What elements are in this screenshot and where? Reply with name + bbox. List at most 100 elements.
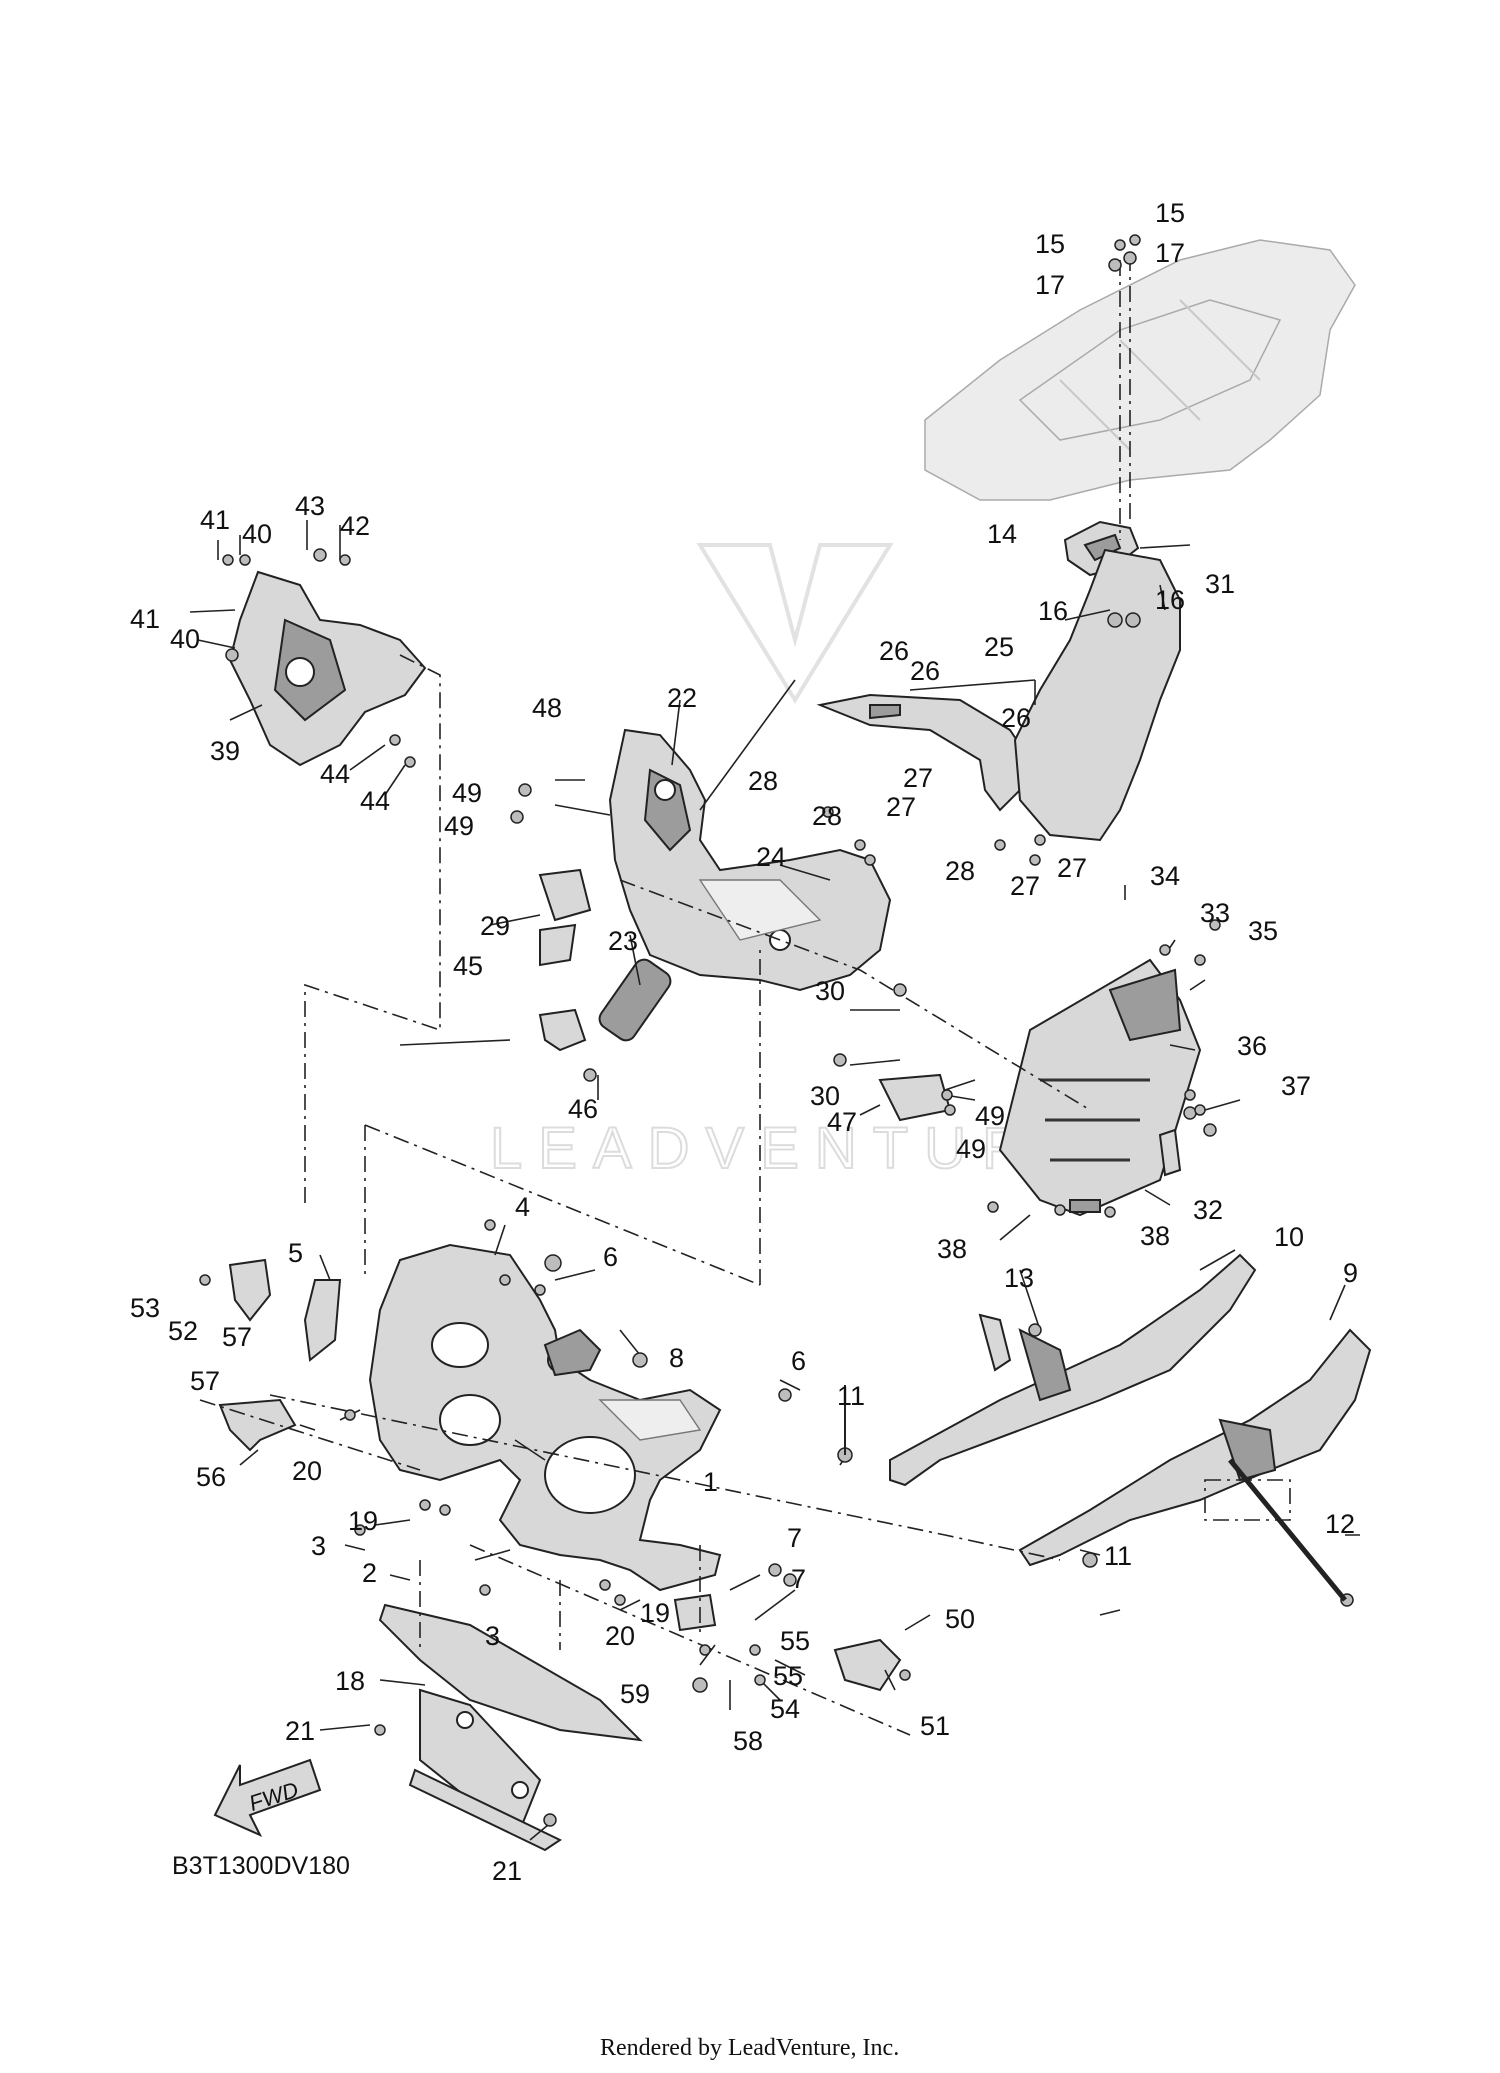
- callout: 32: [1193, 1195, 1223, 1225]
- leader-lines: [189, 520, 1360, 1841]
- callout: 48: [532, 693, 562, 723]
- callout: 31: [1205, 569, 1235, 599]
- callout: 49: [956, 1134, 986, 1164]
- part-9-swingarm-rear: [1018, 1328, 1372, 1567]
- part-39-bracket: [225, 570, 427, 767]
- callout: 15: [1035, 229, 1065, 259]
- callout: 53: [130, 1293, 160, 1323]
- callout: 4: [515, 1192, 530, 1222]
- callout: 5: [288, 1238, 303, 1268]
- callouts: 1 2 3 3 4 5 6 6 7 7 8 9 10 11 11 12 13 1…: [130, 198, 1358, 1886]
- callout: 49: [975, 1101, 1005, 1131]
- callout: 38: [937, 1234, 967, 1264]
- callout: 24: [756, 842, 786, 872]
- callout: 2: [362, 1558, 377, 1588]
- callout: 18: [335, 1666, 365, 1696]
- part-1-main-frame: [368, 1243, 722, 1592]
- callout: 33: [1200, 898, 1230, 928]
- callout: 17: [1035, 270, 1065, 300]
- part-23-bushing: [598, 958, 672, 1042]
- callout: 56: [196, 1462, 226, 1492]
- callout: 28: [812, 801, 842, 831]
- callout: 21: [492, 1856, 522, 1886]
- callout: 27: [886, 792, 916, 822]
- callout: 40: [170, 624, 200, 654]
- part-22-mount-bracket: [608, 728, 892, 992]
- callout: 59: [620, 1679, 650, 1709]
- callout: 44: [360, 786, 390, 816]
- callout: 27: [903, 763, 933, 793]
- callout: 28: [945, 856, 975, 886]
- callout: 26: [1001, 703, 1031, 733]
- callout: 6: [791, 1346, 806, 1376]
- footer-text: Rendered by LeadVenture, Inc.: [600, 2035, 899, 2061]
- callout: 22: [667, 683, 697, 713]
- callout: 58: [733, 1726, 763, 1756]
- rear-subframe-ghost: [924, 239, 1356, 501]
- callout: 26: [910, 656, 940, 686]
- callout: 52: [168, 1316, 198, 1346]
- callout: 49: [444, 811, 474, 841]
- callout: 20: [292, 1456, 322, 1486]
- fasteners: [199, 234, 1354, 1827]
- callout: 57: [190, 1366, 220, 1396]
- callout: 6: [603, 1242, 618, 1272]
- callout: 27: [1057, 853, 1087, 883]
- callout: 9: [1343, 1258, 1358, 1288]
- callout: 8: [669, 1343, 684, 1373]
- callout: 27: [1010, 871, 1040, 901]
- watermark-text: LEADVENTURE: [490, 1116, 1095, 1181]
- callout: 28: [748, 766, 778, 796]
- callout: 11: [837, 1381, 865, 1411]
- callout: 23: [608, 926, 638, 956]
- callout: 16: [1038, 596, 1068, 626]
- callout: 16: [1155, 585, 1185, 615]
- callout: 49: [452, 778, 482, 808]
- callout: 41: [130, 604, 160, 634]
- diagram-code: B3T1300DV180: [172, 1852, 350, 1880]
- callout: 57: [222, 1322, 252, 1352]
- callout: 35: [1248, 916, 1278, 946]
- callout: 42: [340, 511, 370, 541]
- callout: 7: [791, 1564, 806, 1594]
- callout: 55: [773, 1661, 803, 1691]
- callout: 45: [453, 951, 483, 981]
- callout: 34: [1150, 861, 1180, 891]
- callout: 13: [1004, 1263, 1034, 1293]
- fwd-arrow: FWD: [213, 1758, 322, 1838]
- callout: 38: [1140, 1221, 1170, 1251]
- callout: 12: [1325, 1509, 1355, 1539]
- callout: 19: [640, 1598, 670, 1628]
- callout: 1: [703, 1467, 718, 1497]
- callout: 30: [810, 1081, 840, 1111]
- callout: 30: [815, 976, 845, 1006]
- assembly-lines: [199, 255, 1291, 1736]
- callout: 10: [1274, 1222, 1304, 1252]
- callout: 19: [348, 1506, 378, 1536]
- callout: 44: [320, 759, 350, 789]
- callout: 47: [827, 1107, 857, 1137]
- callout: 50: [945, 1604, 975, 1634]
- callout: 29: [480, 911, 510, 941]
- callout: 14: [987, 519, 1017, 549]
- part-25-rail: [816, 693, 1032, 812]
- callout: 40: [242, 519, 272, 549]
- callout: 20: [605, 1621, 635, 1651]
- callout: 3: [311, 1531, 326, 1561]
- part-18-lower-bracket: [378, 1603, 643, 1852]
- callout: 55: [780, 1626, 810, 1656]
- callout: 54: [770, 1694, 800, 1724]
- callout: 21: [285, 1716, 315, 1746]
- callout: 17: [1155, 238, 1185, 268]
- callout: 37: [1281, 1071, 1311, 1101]
- callout: 7: [787, 1523, 802, 1553]
- callout: 43: [295, 491, 325, 521]
- watermark-logo: LEADVENTURE: [489, 543, 1095, 1182]
- callout: 41: [200, 505, 230, 535]
- callout: 51: [920, 1711, 950, 1741]
- callout: 46: [568, 1094, 598, 1124]
- callout: 39: [210, 736, 240, 766]
- callout: 36: [1237, 1031, 1267, 1061]
- callout: 11: [1104, 1541, 1132, 1571]
